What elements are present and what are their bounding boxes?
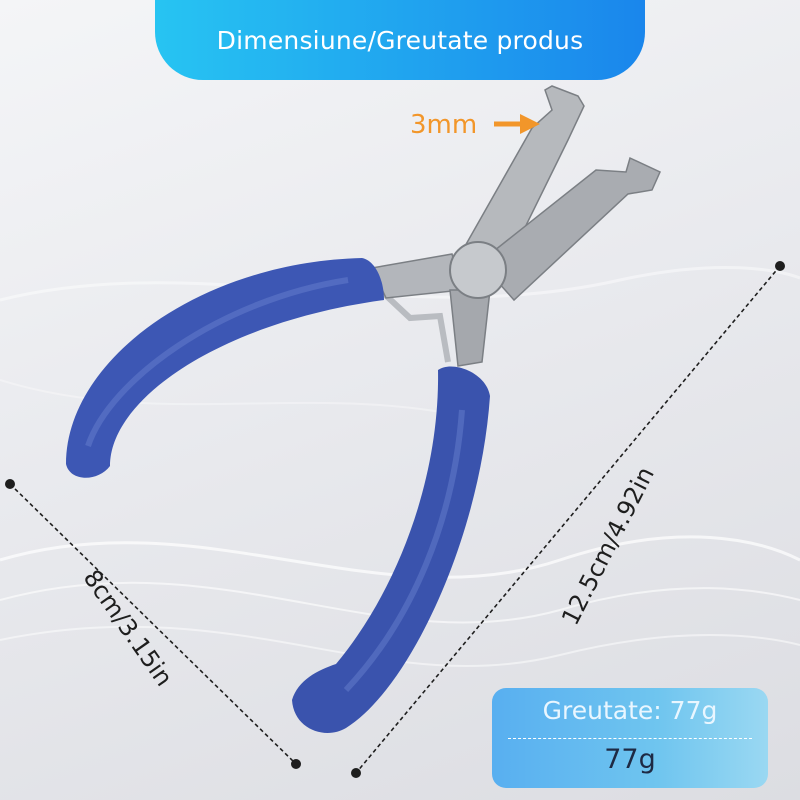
length-dimension-line: [351, 261, 785, 778]
weight-label: Greutate: 77g: [542, 696, 718, 725]
header-banner: Dimensiune/Greutate produs: [155, 0, 645, 80]
header-title: Dimensiune/Greutate produs: [216, 25, 584, 55]
tip-size-label: 3mm: [410, 110, 478, 140]
tip-arrow-icon: [494, 114, 540, 134]
weight-divider: [508, 738, 752, 739]
pliers-icon: [66, 85, 661, 733]
weight-card: Greutate: 77g 77g: [492, 688, 768, 788]
weight-value: 77g: [604, 744, 656, 775]
width-dimension-line: [5, 479, 301, 769]
